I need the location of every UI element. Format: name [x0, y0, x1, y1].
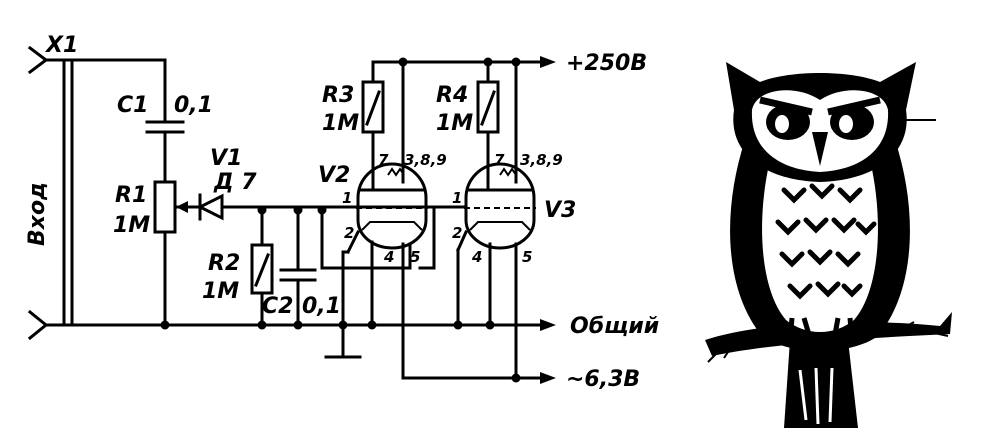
label-x1: X1: [44, 33, 78, 58]
label-c1: C1: [117, 93, 148, 118]
v2-pin-1: 1: [342, 189, 352, 207]
v2-pin-5: 5: [410, 248, 420, 266]
label-c2: C2: [262, 294, 293, 319]
capacitor-c1: [145, 120, 185, 184]
label-c1-value: 0,1: [174, 93, 213, 118]
resistor-r2: [250, 208, 274, 327]
owl-illustration: [705, 62, 952, 428]
label-heater: ~6,3В: [566, 367, 640, 392]
v3-pin-7: 7: [494, 151, 505, 169]
v3-pin-4: 4: [471, 248, 482, 266]
label-r1: R1: [115, 183, 147, 208]
label-v1: V1: [210, 146, 242, 171]
label-v3: V3: [544, 198, 576, 223]
v3-pin-5: 5: [522, 248, 532, 266]
label-plus250: +250В: [566, 51, 647, 76]
v2-pin-4: 4: [383, 248, 394, 266]
label-r4: R4: [436, 83, 468, 108]
label-c2-value: 0,1: [302, 294, 341, 319]
heater-rail: [401, 372, 556, 384]
tube-v3: [464, 162, 536, 250]
label-r3-value: 1М: [322, 111, 359, 136]
input-top-wire: [70, 58, 167, 122]
label-r4-value: 1М: [436, 111, 473, 136]
label-r2-value: 1М: [202, 279, 239, 304]
label-v2: V2: [318, 163, 350, 188]
capacitor-c2: [279, 208, 317, 327]
label-v1-type: Д 7: [213, 170, 257, 195]
v2-pin-389: 3,8,9: [404, 151, 447, 169]
v2-pin-7: 7: [378, 151, 389, 169]
v3-pin-2: 2: [452, 224, 462, 242]
v3-pin-1: 1: [452, 189, 462, 207]
plus250-rail: [371, 56, 556, 68]
input-connector: [27, 45, 82, 341]
v3-pin-389: 3,8,9: [520, 151, 563, 169]
potentiometer-r1: [153, 180, 202, 327]
label-r3: R3: [322, 83, 354, 108]
v2-pin-2: 2: [344, 224, 354, 242]
common-rail: [70, 319, 556, 359]
resistor-r4: [476, 60, 518, 172]
label-r2: R2: [208, 251, 240, 276]
label-common: Общий: [570, 314, 659, 339]
label-r1-value: 1М: [113, 213, 150, 238]
label-vhod: Вход: [25, 182, 50, 246]
resistor-r3: [361, 60, 405, 172]
